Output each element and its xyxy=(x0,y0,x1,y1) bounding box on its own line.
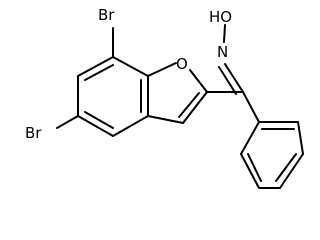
nitrogen-label: N xyxy=(217,43,228,61)
bond-cox-n-double xyxy=(218,66,237,95)
bond-c3a-c4 xyxy=(112,115,149,137)
bond-c4-c5-inner xyxy=(84,111,114,129)
bond-ph3-ph4-inner xyxy=(275,153,297,182)
bond-c7-c7a xyxy=(112,56,149,77)
bond-c6-c7 xyxy=(77,56,114,77)
bond-ph6-ph1 xyxy=(240,121,260,155)
br-left-label: Br xyxy=(25,124,42,142)
bond-c2-c3 xyxy=(182,91,208,124)
bond-ph5-ph6-inner xyxy=(247,153,262,182)
bond-o1-c2 xyxy=(189,69,208,93)
bond-n-o xyxy=(223,24,226,43)
bond-c5-br xyxy=(56,115,79,129)
bond-ph3-ph4 xyxy=(279,153,304,189)
oxygen-ring-label: O xyxy=(176,55,188,73)
bond-c4-c5 xyxy=(77,115,114,137)
molecule-diagram: Br Br O HO N xyxy=(25,6,304,189)
bond-cox-n xyxy=(224,63,244,93)
bond-ph5-ph6 xyxy=(240,153,260,189)
bond-c2-c3-inner xyxy=(178,92,200,118)
bond-ph2-ph3 xyxy=(297,121,304,155)
bond-cox-ph1 xyxy=(242,91,260,123)
structure-svg: Br Br O HO N xyxy=(25,6,304,189)
bond-c6-c7-inner xyxy=(84,64,114,81)
hydroxyl-label: HO xyxy=(209,8,232,26)
bond-c3-c3a xyxy=(147,115,184,124)
br-top-label: Br xyxy=(98,6,115,24)
bond-c7a-o1 xyxy=(147,62,177,77)
